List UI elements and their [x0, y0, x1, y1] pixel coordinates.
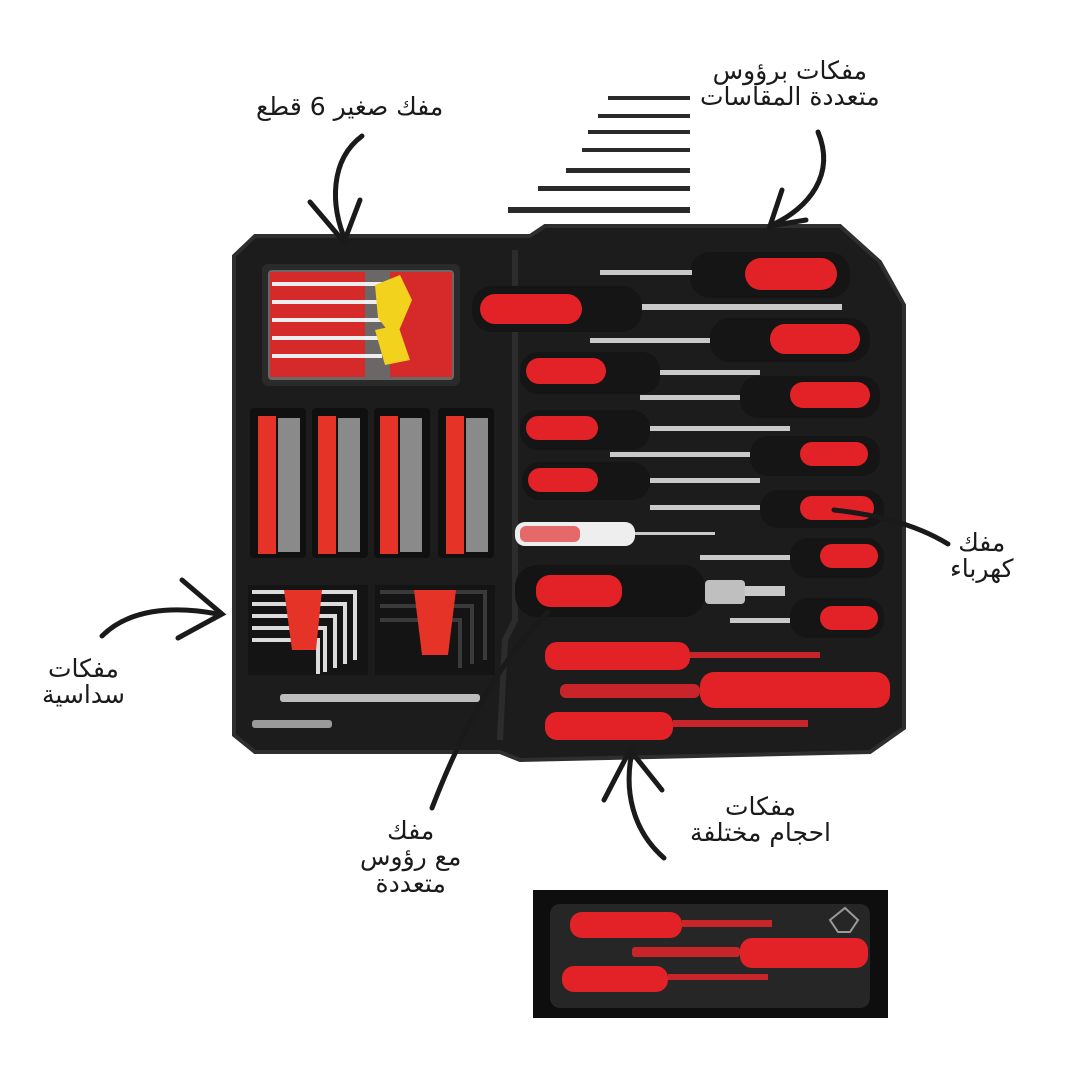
arrow-multi-head	[429, 609, 551, 811]
inset-insulated-set	[533, 890, 888, 1018]
multi-bit-screwdriver	[515, 565, 785, 617]
hex-key-set	[248, 585, 495, 728]
arrow-sizes	[626, 749, 667, 861]
annotation-arrows	[99, 129, 951, 861]
arrow-hex	[99, 607, 221, 639]
insulated-screwdrivers	[545, 642, 890, 740]
arrow-bit-heads	[771, 129, 826, 227]
label-hex-screwdrivers: مفكات سداسية	[42, 654, 125, 710]
label-small-screwdriver: مفك صغير 6 قطع	[256, 92, 444, 121]
label-different-sizes: مفكات احجام مختلفة	[690, 792, 831, 848]
arrow-small-screwdriver	[332, 133, 365, 245]
precision-screwdriver-box	[262, 264, 460, 386]
label-bit-heads: مفكات برؤوس متعددة المقاسات	[700, 56, 880, 112]
arrow-electric	[831, 507, 951, 547]
label-multi-head: مفك مع رؤوس متعددة	[360, 816, 462, 898]
label-electric-screwdriver: مفك كهرباء	[950, 528, 1014, 584]
bit-holders	[250, 408, 494, 558]
screwdriver-set	[472, 252, 884, 638]
reference-bits	[508, 96, 690, 213]
